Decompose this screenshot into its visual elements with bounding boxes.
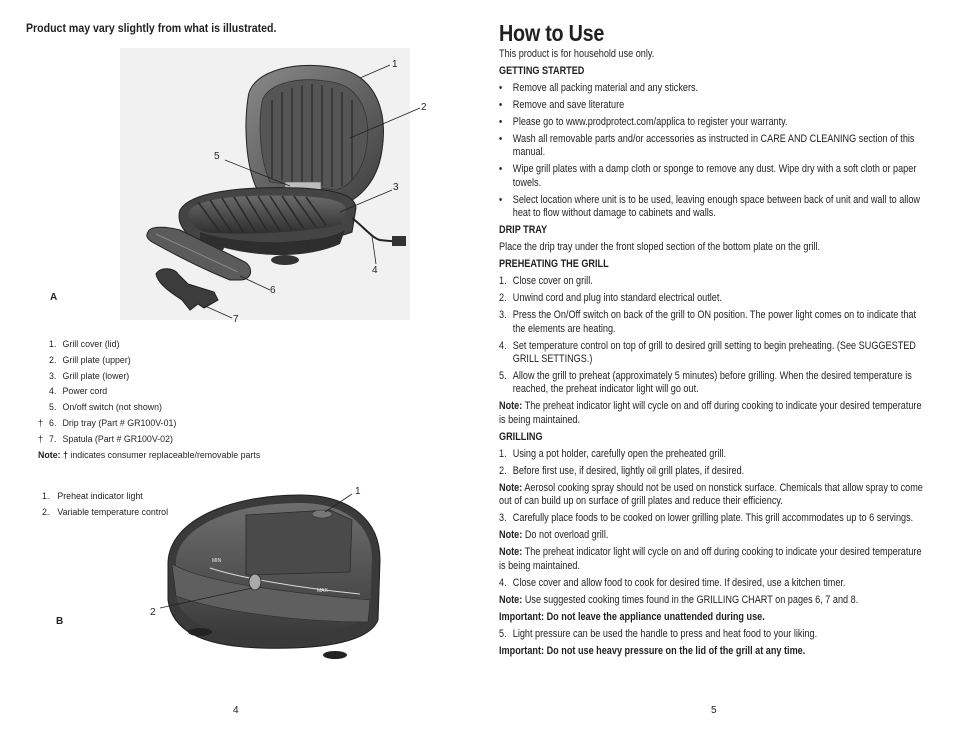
grilling-list-cont: 5.Light pressure can be used the handle … <box>499 628 929 641</box>
list-item: •Please go to www.prodprotect.com/applic… <box>499 116 788 128</box>
heading-grilling: GRILLING <box>499 430 543 443</box>
right-page: How to Use This product is for household… <box>477 0 954 738</box>
heading-getting-started: GETTING STARTED <box>499 65 585 77</box>
parts-list-item: 3. Grill plate (lower) <box>49 370 130 382</box>
getting-started-list: •Remove all packing material and any sti… <box>499 82 929 221</box>
lower-plate-ridges <box>197 195 327 234</box>
parts-list-item: 4. Power cord <box>49 386 108 398</box>
drip-tray-text: Place the drip tray under the front slop… <box>499 241 821 254</box>
min-label: MIN <box>212 558 222 564</box>
list-item: 1.Close cover on grill. <box>499 275 593 288</box>
grilling-note-aerosol: Note: Aerosol cooking spray should not b… <box>499 481 923 508</box>
grilling-note-overload: Note: Do not overload grill. <box>499 529 609 542</box>
list-item: 4.Close cover and allow food to cook for… <box>499 576 846 589</box>
important-pressure: Important: Do not use heavy pressure on … <box>499 644 806 657</box>
figure-b-label: B <box>56 616 64 627</box>
figure-b-list: 1. Preheat indicator light 2. Variable t… <box>42 489 168 520</box>
list-item: 5.Light pressure can be used the handle … <box>499 627 818 640</box>
grilling-list-cont: 4.Close cover and allow food to cook for… <box>499 577 929 590</box>
max-label: MAX <box>317 588 328 594</box>
list-item: •Select location where unit is to be use… <box>499 193 920 220</box>
left-page: Product may vary slightly from what is i… <box>26 23 427 716</box>
grilling-note-indicator: Note: The preheat indicator light will c… <box>499 546 922 572</box>
instructions-body: This product is for household use only. … <box>499 48 929 662</box>
list-item: 4.Set temperature control on top of gril… <box>499 339 916 366</box>
parts-list-item: 2. Grill plate (upper) <box>49 354 131 366</box>
figure-b-list-item: 1. Preheat indicator light <box>42 491 143 502</box>
callout-a-4: 4 <box>372 265 378 276</box>
heading-drip-tray: DRIP TRAY <box>499 224 548 237</box>
disclaimer: Product may vary slightly from what is i… <box>26 23 277 35</box>
list-item: 3.Carefully place foods to be cooked on … <box>499 512 914 525</box>
list-item: 2.Unwind cord and plug into standard ele… <box>499 292 722 305</box>
important-unattended: Important: Do not leave the appliance un… <box>499 610 765 623</box>
list-item: 1.Using a pot holder, carefully open the… <box>499 447 726 460</box>
heading-preheating: PREHEATING THE GRILL <box>499 258 609 271</box>
grilling-list: 1.Using a pot holder, carefully open the… <box>499 448 929 478</box>
list-item: •Remove all packing material and any sti… <box>499 82 699 94</box>
upper-plate-ridges <box>271 84 353 187</box>
callout-b-1: 1 <box>355 486 361 497</box>
figure-a-leaders <box>204 64 421 319</box>
parts-list-item: †7. Spatula (Part # GR100V-02) <box>38 433 173 445</box>
preheating-list: 1.Close cover on grill. 2.Unwind cord an… <box>499 275 929 397</box>
callout-a-2: 2 <box>421 102 427 113</box>
intro-text: This product is for household use only. <box>499 48 655 60</box>
parts-list-item: 5. On/off switch (not shown) <box>49 402 162 414</box>
preheating-note: Note: The preheat indicator light will c… <box>499 400 922 426</box>
callout-a-5: 5 <box>214 151 220 162</box>
parts-list-item: 1. Grill cover (lid) <box>49 339 120 350</box>
callout-a-1: 1 <box>392 59 398 70</box>
page-number-right: 5 <box>711 705 717 716</box>
list-item: 5.Allow the grill to preheat (approximat… <box>499 370 912 396</box>
list-item: 3.Press the On/Off switch on back of the… <box>499 309 917 335</box>
figure-b-list-item: 2. Variable temperature control <box>42 506 169 518</box>
grilling-note-chart: Note: Use suggested cooking times found … <box>499 593 859 606</box>
callout-b-2: 2 <box>150 607 156 618</box>
parts-list: 1. Grill cover (lid) 2. Grill plate (upp… <box>38 337 260 463</box>
parts-list-note: Note: † indicates consumer replaceable/r… <box>38 449 261 461</box>
parts-list-item: †6. Drip tray (Part # GR100V-01) <box>38 417 177 429</box>
list-item: •Wipe grill plates with a damp cloth or … <box>499 163 917 189</box>
callout-a-3: 3 <box>393 182 399 193</box>
grill-open-drawing <box>146 64 421 319</box>
list-item: •Remove and save literature <box>499 99 625 111</box>
grilling-list-cont: 3.Carefully place foods to be cooked on … <box>499 512 929 525</box>
page-title: How to Use <box>499 20 605 46</box>
callout-a-6: 6 <box>270 285 276 296</box>
list-item: •Wash all removable parts and/or accesso… <box>499 133 915 159</box>
figure-a-label: A <box>50 292 58 303</box>
list-item: 2.Before first use, if desired, lightly … <box>499 464 745 477</box>
callout-a-7: 7 <box>233 314 239 325</box>
page-number-left: 4 <box>233 705 239 716</box>
